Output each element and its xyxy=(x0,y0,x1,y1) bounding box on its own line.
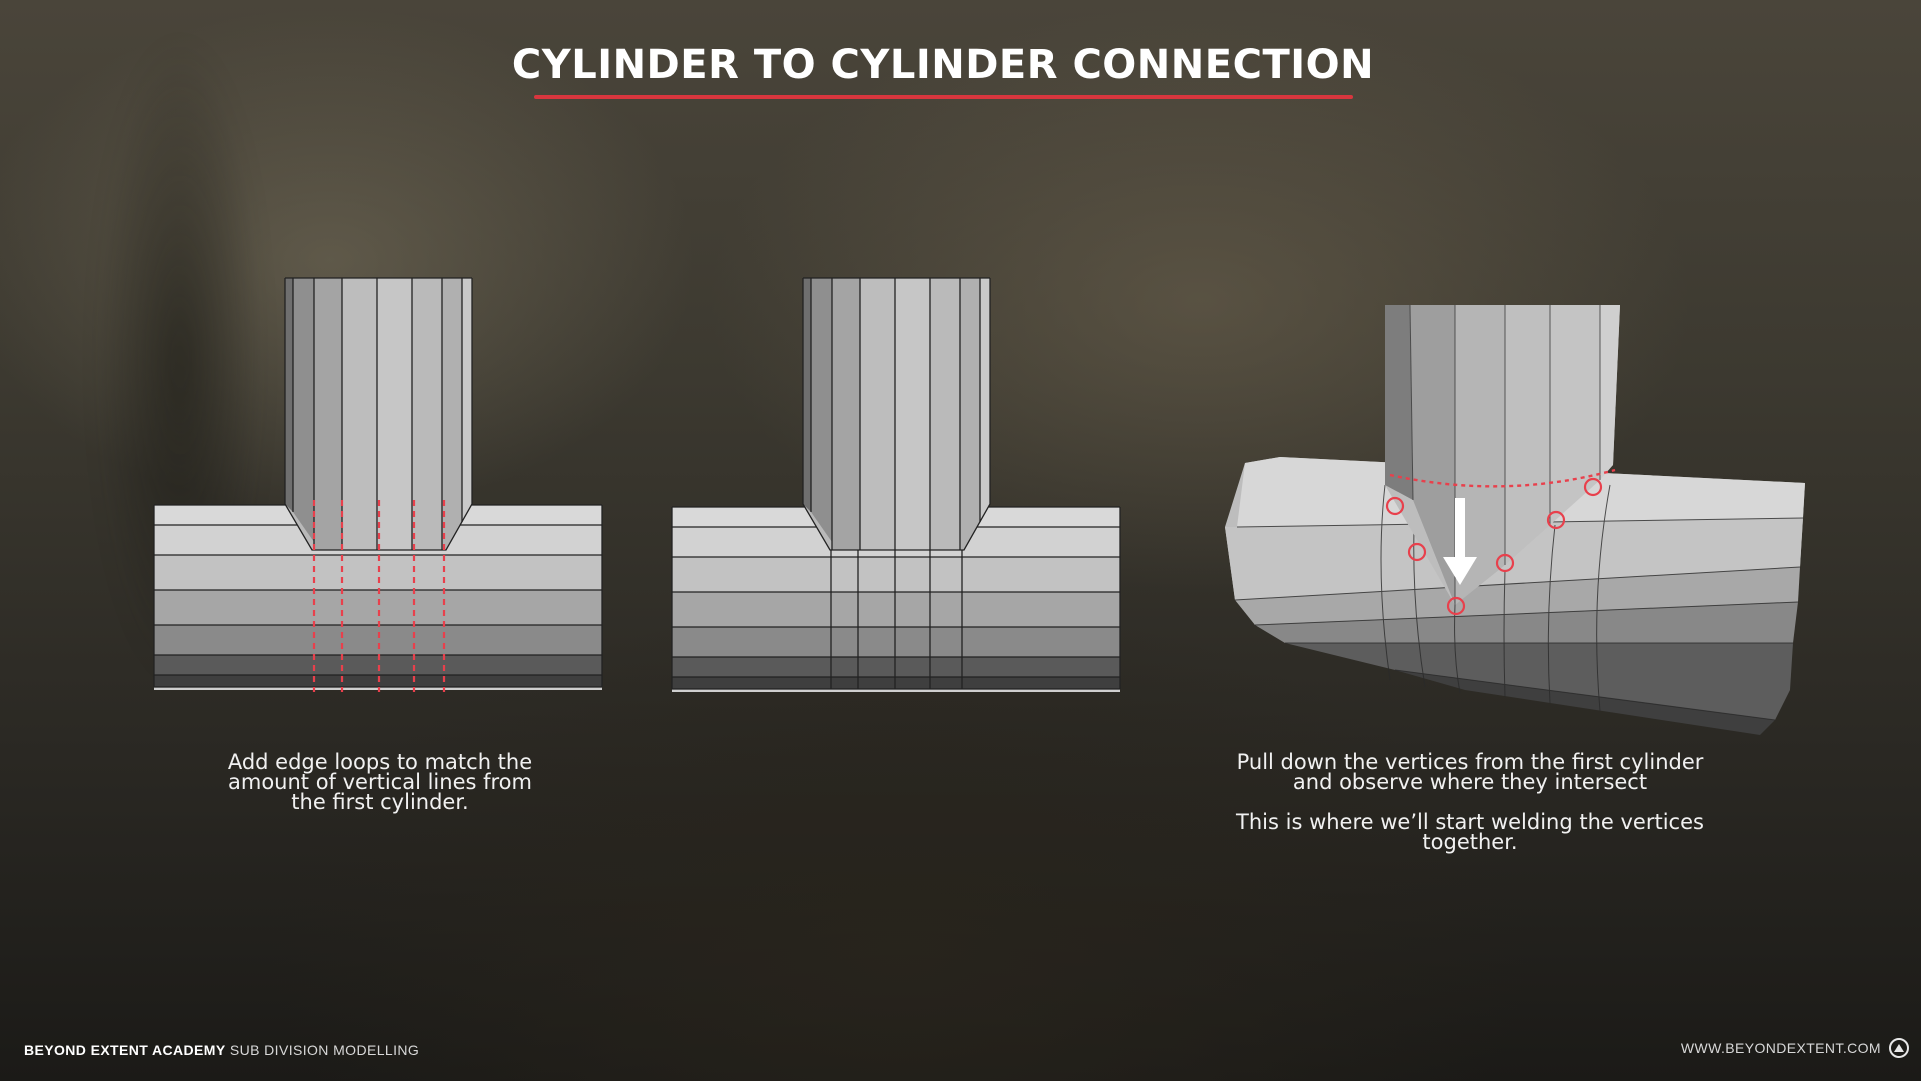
caption-left: Add edge loops to match the amount of ve… xyxy=(180,750,580,814)
vertex-markers xyxy=(1385,477,1603,616)
caption-line: Pull down the vertices from the first cy… xyxy=(1236,750,1704,774)
vertical-cylinder xyxy=(1385,304,1620,605)
figure-perspective-vertices xyxy=(1225,304,1805,735)
triangle-circle-logo-icon xyxy=(1889,1038,1909,1058)
caption-line: amount of vertical lines from xyxy=(228,770,532,794)
website-link[interactable]: WWW.BEYONDEXTENT.COM xyxy=(1680,1040,1881,1056)
footer-website: WWW.BEYONDEXTENT.COM xyxy=(1681,1038,1909,1058)
footer-brand: BEYOND EXTENT ACADEMY SUB DIVISION MODEL… xyxy=(24,1042,419,1058)
vertex-marker xyxy=(1583,477,1603,497)
title-underline xyxy=(534,95,1353,99)
course-name: SUB DIVISION MODELLING xyxy=(229,1042,420,1058)
caption-right: Pull down the vertices from the first cy… xyxy=(1200,750,1740,854)
caption-spacer xyxy=(1200,792,1740,812)
figure-edge-loops xyxy=(153,277,603,692)
caption-line: Add edge loops to match the xyxy=(227,750,533,774)
vertex-marker xyxy=(1446,596,1466,616)
page-title: CYLINDER TO CYLINDER CONNECTION xyxy=(511,42,1375,88)
vertex-marker xyxy=(1407,542,1427,562)
brand-name: BEYOND EXTENT ACADEMY xyxy=(24,1042,226,1058)
vertex-marker xyxy=(1495,553,1515,573)
caption-line: together. xyxy=(1422,830,1518,854)
vertex-marker xyxy=(1546,510,1566,530)
vertical-cylinder xyxy=(802,277,991,551)
caption-line: This is where we’ll start welding the ve… xyxy=(1236,810,1704,834)
figure-grid-edges xyxy=(671,277,1121,692)
vertical-cylinder xyxy=(284,277,473,551)
caption-line: and observe where they intersect xyxy=(1292,770,1648,794)
caption-line: the first cylinder. xyxy=(291,790,469,814)
down-arrow-icon xyxy=(1443,498,1477,585)
intersection-curve xyxy=(1389,468,1616,488)
vertex-marker xyxy=(1385,496,1405,516)
dashed-edge-loops xyxy=(312,500,446,692)
